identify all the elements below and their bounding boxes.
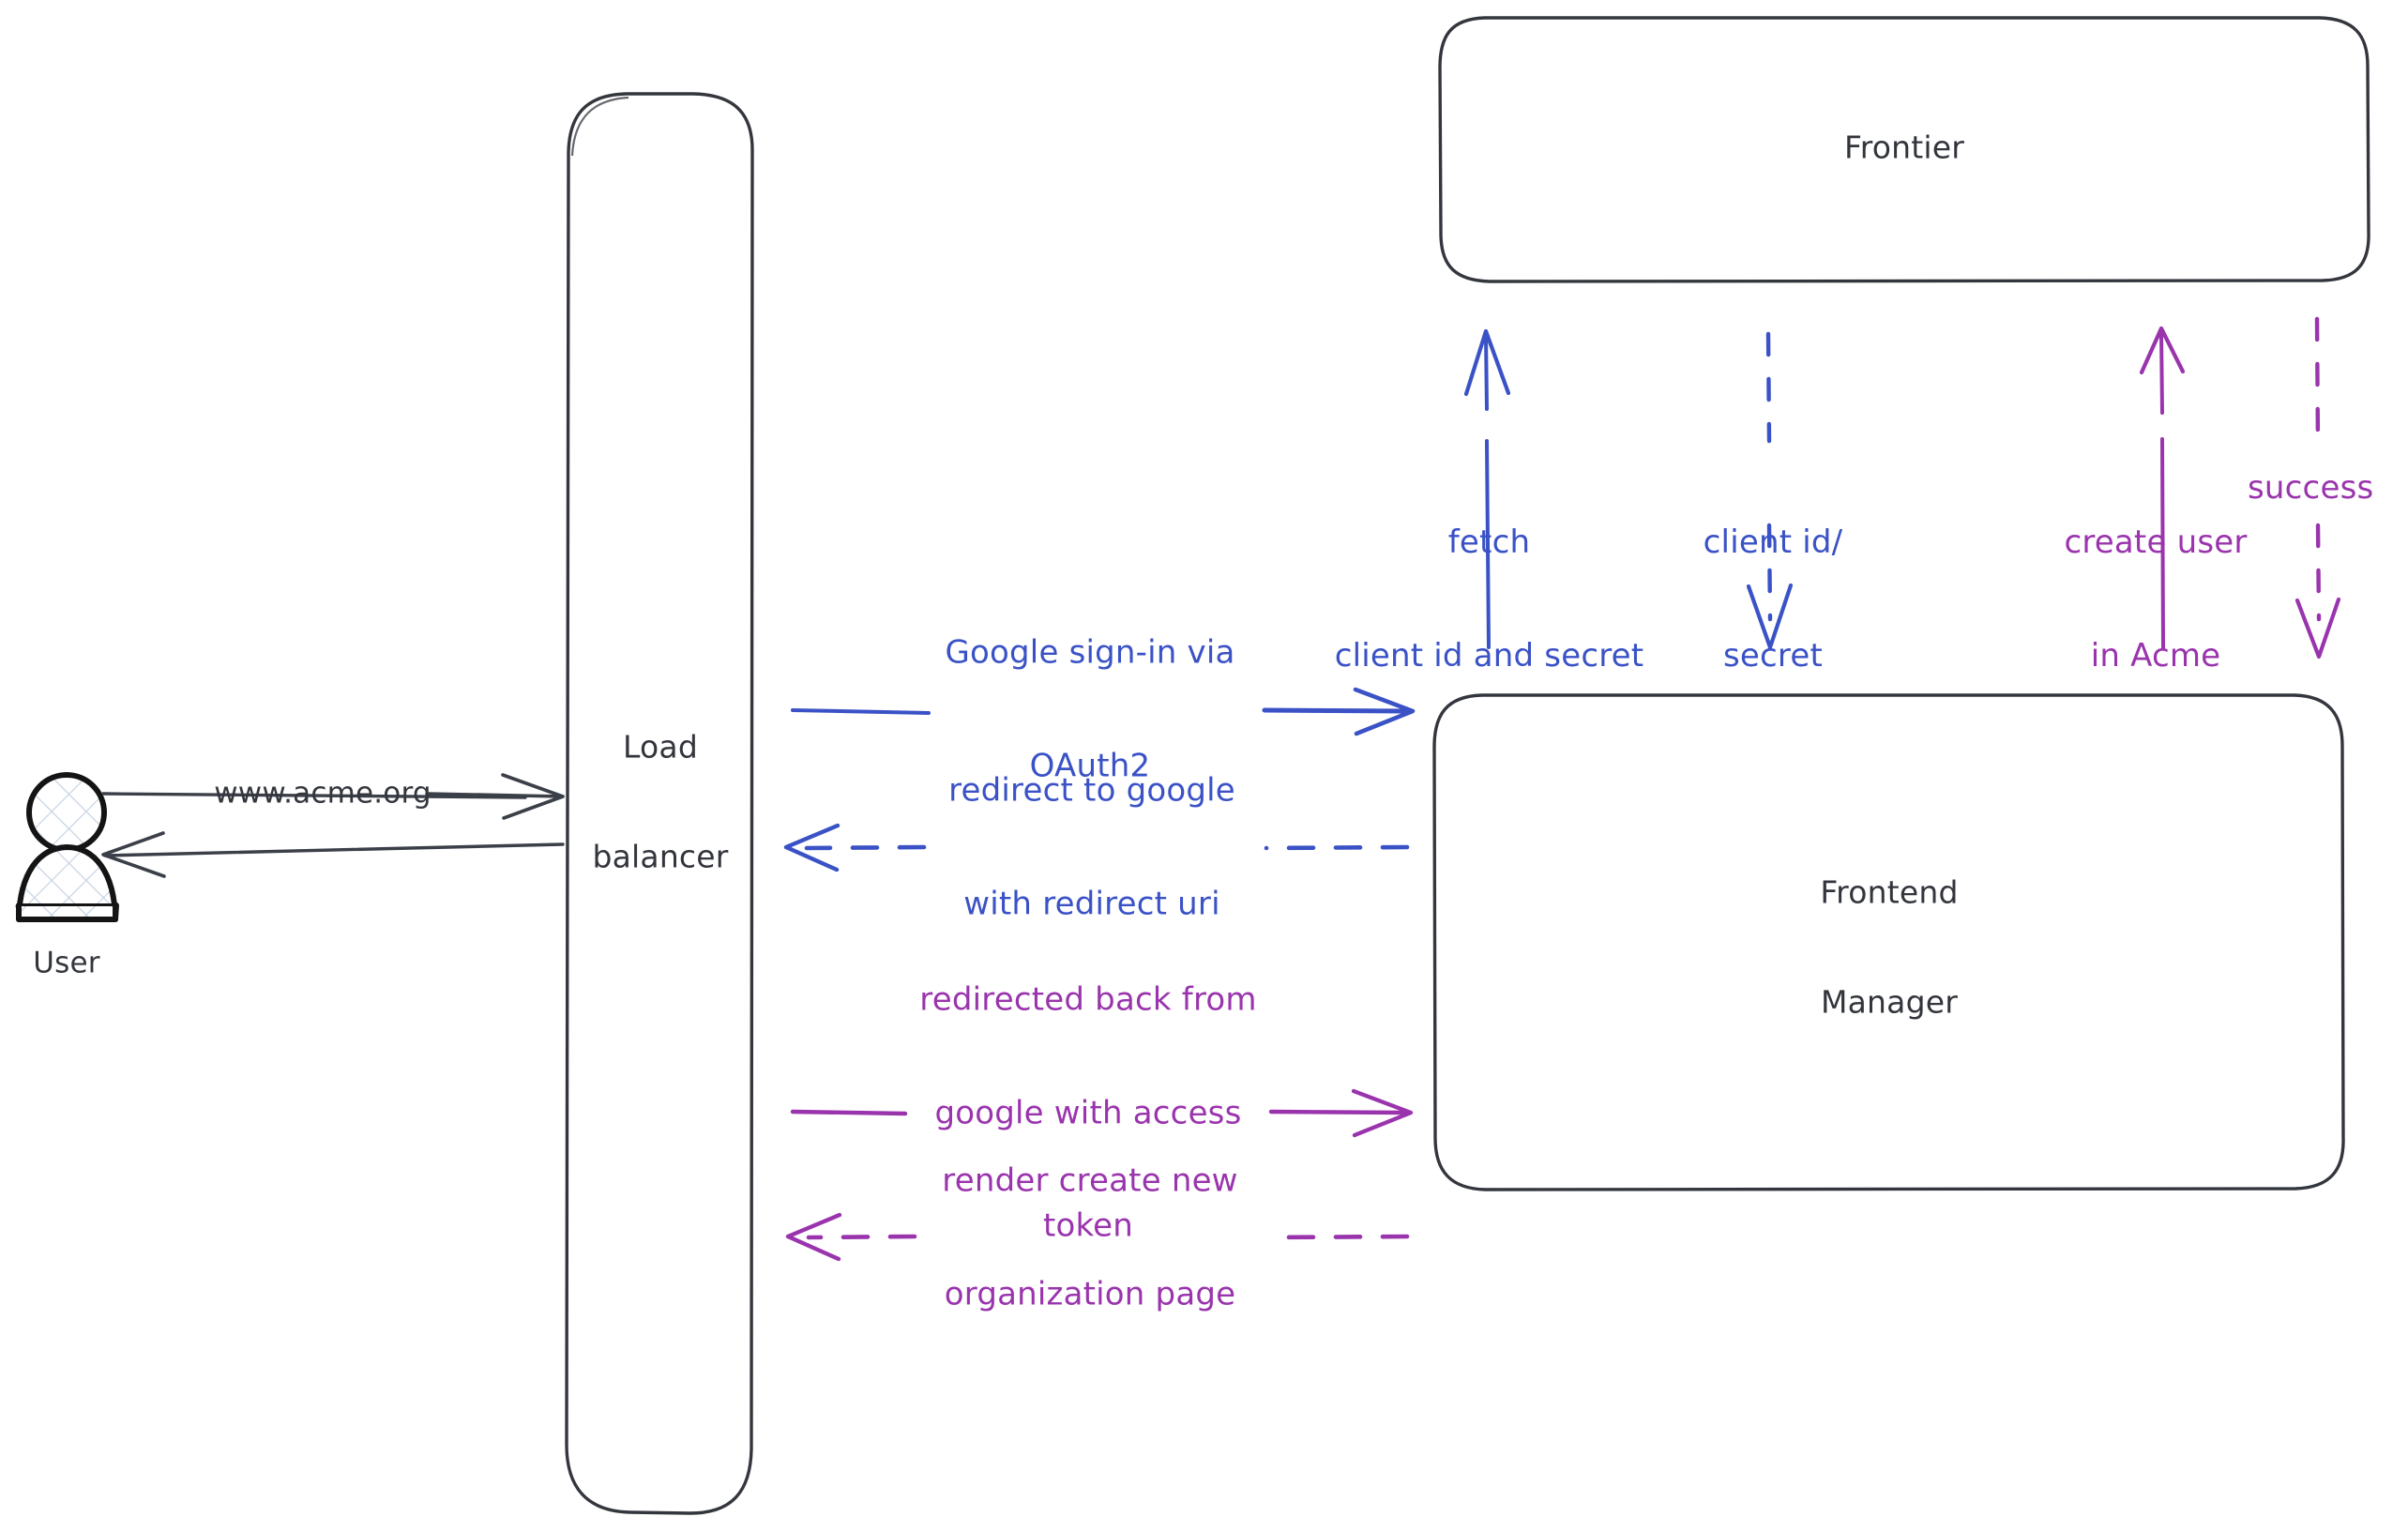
edge-fetch-client-id-secret	[1463, 328, 1511, 649]
edge-user-to-lb	[101, 773, 565, 820]
edge-label-create-user-in-acme: create user in Acme	[2043, 448, 2268, 750]
edge-label-fetch-line2: client id and secret	[1334, 636, 1644, 675]
edge-label-render-create-org-line2: organization page	[944, 1275, 1236, 1313]
edge-label-redirected-back-line3: token	[1042, 1206, 1134, 1245]
edge-label-google-signin-line1: Google sign-in via	[945, 633, 1235, 672]
edge-label-client-id-secret: client id/ secret	[1679, 448, 1867, 750]
node-load-balancer-line2: balancer	[592, 837, 729, 874]
edge-success	[2294, 316, 2341, 660]
edge-label-client-id-secret-line1: client id/	[1703, 523, 1843, 562]
edge-label-create-user-line2: in Acme	[2090, 636, 2221, 675]
edge-label-client-id-secret-line2: secret	[1722, 636, 1823, 675]
edge-lb-to-user	[101, 831, 565, 878]
edge-label-google-signin-line2: OAuth2	[1029, 747, 1151, 785]
node-frontier[interactable]	[1438, 16, 2370, 283]
node-frontier-label: Frontier	[1843, 129, 1965, 166]
node-frontend-manager-line1: Frontend	[1820, 873, 1959, 911]
node-load-balancer-label: Load balancer	[592, 656, 728, 948]
edge-create-user-in-acme	[2139, 326, 2186, 649]
edge-label-redirect-to-google: redirect to google with redirect uri	[948, 697, 1235, 998]
edge-google-signin	[791, 687, 1416, 736]
edge-redirected-back	[790, 1088, 1414, 1138]
person-icon	[15, 772, 119, 922]
node-frontend-manager-label: Frontend Manager	[1820, 801, 1958, 1094]
edge-label-redirected-back-line1: redirected back from	[919, 980, 1257, 1019]
edge-label-render-create-org: render create new organization page	[942, 1087, 1237, 1388]
edge-label-success: success	[2248, 469, 2374, 507]
node-load-balancer[interactable]	[565, 92, 754, 1515]
edge-label-fetch-line1: fetch	[1447, 523, 1531, 562]
edge-label-render-create-org-line1: render create new	[942, 1161, 1238, 1200]
edge-label-redirect-to-google-line2: with redirect uri	[963, 885, 1220, 923]
edge-render-create-org	[785, 1212, 1410, 1262]
edge-label-google-signin: Google sign-in via OAuth2	[945, 559, 1234, 860]
edge-label-fetch-client-id-secret: fetch client id and secret	[1304, 448, 1674, 750]
node-frontend-manager[interactable]	[1432, 693, 2345, 1191]
edge-label-create-user-line1: create user	[2064, 523, 2248, 562]
edge-label-redirected-back-line2: google with access	[934, 1093, 1242, 1131]
edge-redirect-to-google	[783, 823, 1410, 872]
node-load-balancer-line1: Load	[623, 728, 698, 766]
edge-label-www-acme-org: www.acme.org	[214, 776, 432, 811]
edge-label-redirected-back: redirected back from google with access …	[919, 905, 1256, 1319]
node-frontend-manager-line2: Manager	[1820, 982, 1959, 1020]
edge-label-redirect-to-google-line1: redirect to google	[948, 771, 1235, 810]
edge-client-id-secret	[1746, 331, 1794, 650]
actor-user-label: User	[33, 946, 100, 980]
